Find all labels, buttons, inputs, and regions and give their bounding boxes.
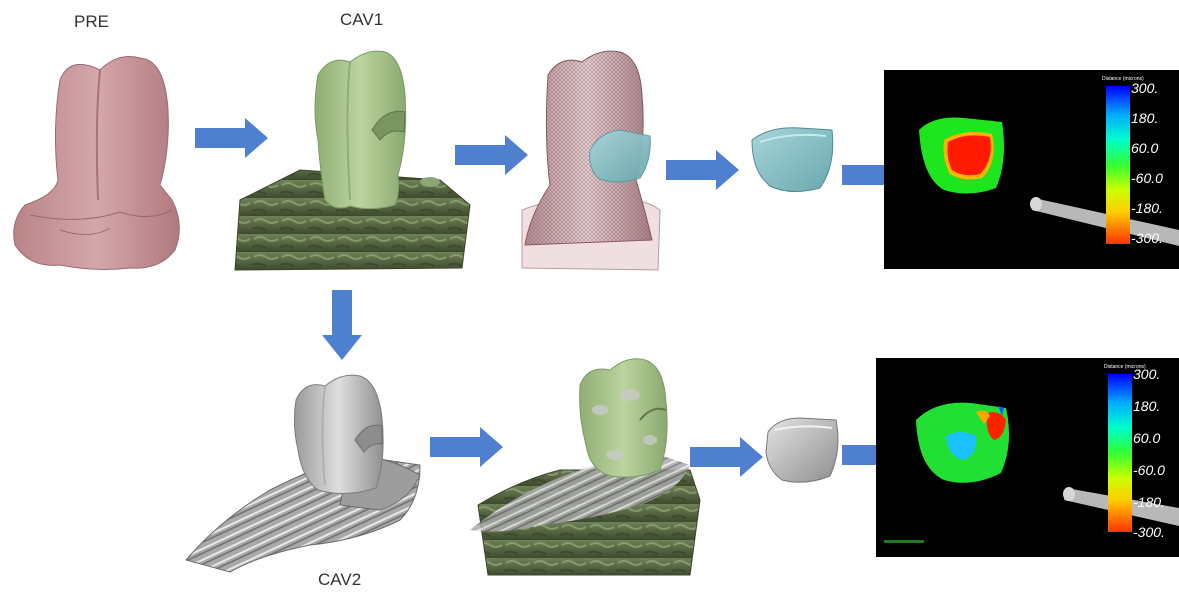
arrow-overlay-to-cavity-bottom — [690, 437, 763, 477]
overlay-model-bottom — [470, 359, 700, 575]
colorbar-top-tick: -300. — [1131, 230, 1163, 246]
colorbar-top — [1106, 86, 1130, 244]
cav1-model — [235, 51, 470, 270]
colorbar-top-tick: -60.0 — [1131, 170, 1163, 186]
pre-tooth-model — [14, 57, 180, 270]
colorbar-bottom-tick: -300. — [1133, 524, 1165, 540]
colorbar-bottom — [1108, 374, 1132, 532]
arrow-cav2-to-overlay — [430, 427, 503, 467]
colorbar-bottom-tick: 60.0 — [1133, 430, 1160, 446]
colorbar-bottom-tick: -180. — [1133, 494, 1165, 510]
arrow-cav1-to-overlay — [455, 135, 528, 175]
scale-indicator — [884, 540, 924, 543]
arrow-cav1-to-cav2 — [322, 290, 362, 360]
colorbar-bottom-tick: 180. — [1133, 398, 1160, 414]
colorbar-top-tick: 60.0 — [1131, 140, 1158, 156]
cavity-shape-bottom — [766, 418, 838, 482]
deviation-map-top: Distance (microns) 300. 180. 60.0 -60.0 … — [884, 70, 1179, 269]
colorbar-top-tick: 180. — [1131, 110, 1158, 126]
cavity-shape-top — [752, 128, 833, 192]
colorbar-bottom-tick: -60.0 — [1133, 462, 1165, 478]
cav2-model — [186, 375, 420, 572]
deviation-map-bottom: Distance (microns) 300. 180. 60.0 -60.0 … — [876, 358, 1179, 557]
arrow-pre-to-cav1 — [195, 118, 268, 158]
arrow-overlay-to-cavity-top — [666, 150, 739, 190]
colorbar-top-tick: -180. — [1131, 200, 1163, 216]
colorbar-bottom-tick: 300. — [1133, 366, 1160, 382]
colorbar-top-tick: 300. — [1131, 80, 1158, 96]
overlay-model-top — [522, 51, 660, 270]
